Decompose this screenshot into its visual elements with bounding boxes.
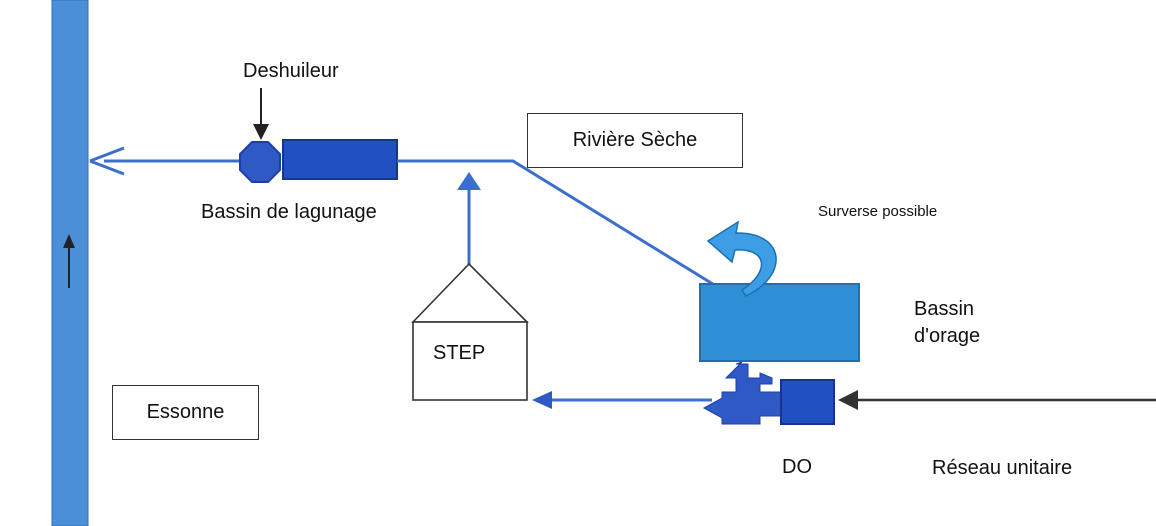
- main-pipe: [397, 159, 717, 288]
- lagunage-basin: [282, 139, 398, 180]
- step-station: [411, 262, 529, 401]
- riviere-seche-box: Rivière Sèche: [527, 113, 743, 168]
- step-outlet-pipe: [457, 172, 481, 265]
- deshuileur-label: Deshuileur: [243, 60, 339, 82]
- essonne-box: Essonne: [112, 385, 259, 440]
- do-label: DO: [782, 456, 812, 478]
- do-box: [780, 379, 835, 425]
- deshuileur-octagon: [239, 141, 281, 183]
- lagunage-label: Bassin de lagunage: [201, 201, 377, 223]
- do-split-arrow: [702, 361, 783, 425]
- storm-basin: [699, 283, 860, 362]
- storm-basin-label-line1: Bassin: [914, 298, 975, 320]
- reseau-unitaire-label: Réseau unitaire: [932, 457, 1073, 479]
- storm-basin-label-line2: d'orage: [914, 325, 981, 347]
- river-flow-arrow: [63, 234, 75, 288]
- surverse-label: Surverse possible: [818, 203, 938, 220]
- deshuileur-arrow: [253, 88, 269, 140]
- outlet-pipe: [89, 146, 250, 176]
- do-to-step-pipe: [532, 391, 712, 409]
- storm-basin-label: Bassin d'orage: [914, 296, 980, 350]
- reseau-unitaire-pipe: [838, 390, 1156, 410]
- step-label: STEP: [433, 342, 486, 364]
- overflow-arrow: [706, 220, 777, 297]
